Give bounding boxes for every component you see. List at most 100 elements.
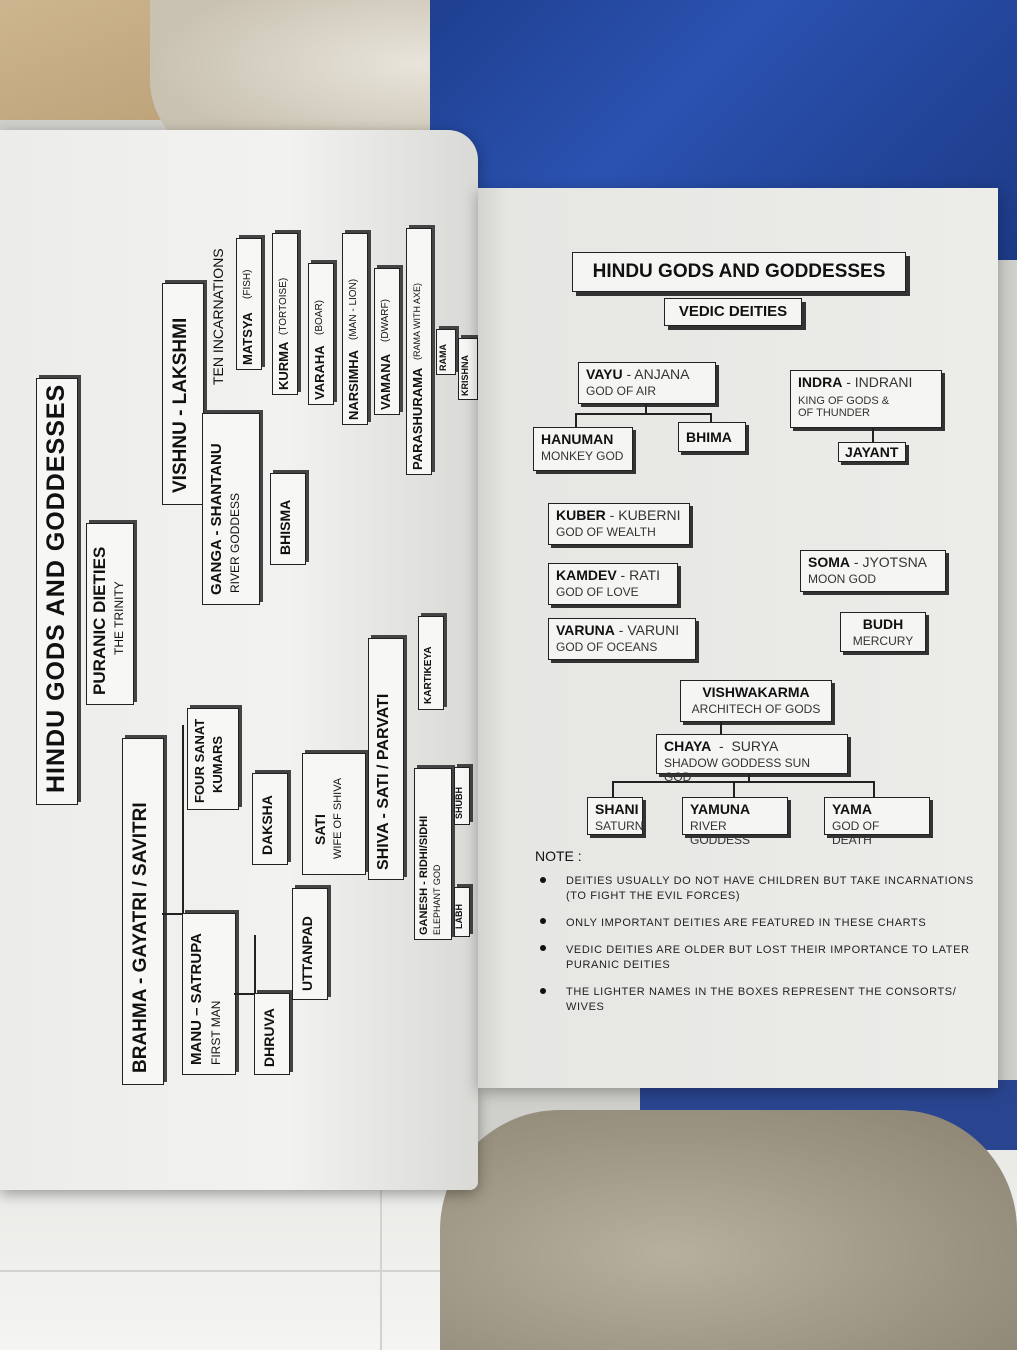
- varuna-consort: VARUNI: [627, 622, 679, 638]
- bullet-icon: [540, 877, 546, 883]
- left-title: HINDU GODS AND GODDESSES: [42, 384, 71, 793]
- note-item: ONLY IMPORTANT DEITIES ARE FEATURED IN T…: [566, 916, 981, 931]
- incarnation-name: MATSYA: [240, 312, 255, 365]
- background-legs: [440, 1110, 1017, 1350]
- four-sanat-line2: KUMARS: [210, 736, 225, 793]
- yamuna-box: YAMUNA RIVER GODDESS: [682, 797, 788, 835]
- yama-desc: GOD OF DEATH: [832, 819, 922, 847]
- bullet-icon: [540, 988, 546, 994]
- yama-name: YAMA: [832, 801, 872, 817]
- labh-name: LABH: [454, 904, 464, 929]
- indra-name: INDRA: [798, 374, 842, 390]
- incarnation-desc: (BOAR): [314, 300, 325, 335]
- right-subtitle: VEDIC DEITIES: [664, 298, 802, 326]
- soma-desc: MOON GOD: [808, 572, 938, 586]
- chaya-desc: SHADOW GODDESS SUN GOD: [664, 756, 840, 784]
- incarnation-desc: (RAMA WITH AXE): [412, 283, 422, 360]
- hanuman-desc: MONKEY GOD: [541, 449, 625, 463]
- bhima-box: BHIMA: [678, 422, 746, 452]
- vayu-box: VAYU - ANJANA GOD OF AIR: [578, 362, 716, 404]
- ganesh-name: GANESH - RIDHI/SIDHI: [418, 816, 430, 935]
- budh-desc: MERCURY: [848, 634, 918, 648]
- manu-name: MANU – SATRUPA: [188, 933, 205, 1065]
- kamdev-consort: RATI: [629, 567, 660, 583]
- manu-desc: FIRST MAN: [209, 1001, 223, 1065]
- bhima-name: BHIMA: [686, 429, 732, 445]
- shani-name: SHANI: [595, 801, 639, 817]
- budh-name: BUDH: [863, 616, 903, 632]
- dhruva-name: DHRUVA: [261, 1008, 277, 1067]
- puranic-chart: HINDU GODS AND GODDESSES PURANIC DIETIES…: [22, 125, 467, 1165]
- bhisma-name: BHISMA: [277, 500, 293, 555]
- incarnation-name: KRISHNA: [460, 355, 470, 396]
- note-title: NOTE :: [535, 848, 582, 864]
- budh-box: BUDH MERCURY: [840, 612, 926, 652]
- incarnation-name: NARSIMHA: [346, 350, 361, 420]
- note-item: THE LIGHTER NAMES IN THE BOXES REPRESENT…: [566, 985, 981, 1015]
- kamdev-box: KAMDEV - RATI GOD OF LOVE: [548, 563, 678, 605]
- ten-incarnations-label: TEN INCARNATIONS: [210, 248, 226, 385]
- bullet-icon: [540, 945, 546, 951]
- incarnation-name: VARAHA: [312, 345, 327, 400]
- shani-box: SHANI SATURN: [587, 797, 643, 835]
- vayu-name: VAYU: [586, 366, 623, 382]
- vayu-consort: ANJANA: [634, 366, 689, 382]
- sati-desc: WIFE OF SHIVA: [332, 778, 344, 859]
- left-subtitle: PURANIC DIETIES: [90, 547, 110, 695]
- hanuman-box: HANUMAN MONKEY GOD: [533, 427, 633, 471]
- shiva-name: SHIVA - SATI / PARVATI: [375, 694, 393, 870]
- indra-consort: INDRANI: [855, 374, 913, 390]
- vishwakarma-name: VISHWAKARMA: [702, 684, 809, 700]
- kartikeya-name: KARTIKEYA: [423, 647, 434, 704]
- soma-name: SOMA: [808, 554, 850, 570]
- chaya-name: CHAYA: [664, 738, 711, 754]
- soma-consort: JYOTSNA: [862, 554, 927, 570]
- vayu-desc: GOD OF AIR: [586, 384, 708, 398]
- ganga-desc: RIVER GODDESS: [228, 493, 242, 593]
- incarnation-desc: (MAN - LION): [348, 279, 359, 340]
- indra-box: INDRA - INDRANI KING OF GODS & OF THUNDE…: [790, 370, 942, 428]
- left-subtitle-note: THE TRINITY: [112, 581, 126, 655]
- ganesh-desc: ELEPHANT GOD: [432, 865, 442, 935]
- shubh-name: SHUBH: [454, 787, 464, 819]
- kuber-name: KUBER: [556, 507, 606, 523]
- chaya-consort: SURYA: [731, 738, 778, 754]
- jayant-box: JAYANT: [838, 442, 906, 462]
- kuber-desc: GOD OF WEALTH: [556, 525, 682, 539]
- kamdev-name: KAMDEV: [556, 567, 617, 583]
- vishwakarma-box: VISHWAKARMA ARCHITECH OF GODS: [680, 680, 832, 722]
- incarnation-desc: (FISH): [242, 270, 253, 299]
- incarnation-name: RAMA: [438, 344, 448, 371]
- kuber-box: KUBER - KUBERNI GOD OF WEALTH: [548, 503, 690, 545]
- soma-box: SOMA - JYOTSNA MOON GOD: [800, 550, 946, 592]
- yamuna-desc: RIVER GODDESS: [690, 819, 780, 847]
- hanuman-name: HANUMAN: [541, 431, 613, 447]
- yama-box: YAMA GOD OF DEATH: [824, 797, 930, 835]
- varuna-desc: GOD OF OCEANS: [556, 640, 688, 654]
- jayant-name: JAYANT: [845, 444, 898, 460]
- four-sanat-line1: FOUR SANAT: [192, 719, 207, 803]
- kuber-consort: KUBERNI: [618, 507, 680, 523]
- daksha-name: DAKSHA: [259, 795, 275, 855]
- brahma-name: BRAHMA - GAYATRI / SAVITRI: [130, 802, 152, 1073]
- varuna-box: VARUNA - VARUNI GOD OF OCEANS: [548, 618, 696, 660]
- vishwakarma-desc: ARCHITECH OF GODS: [688, 702, 824, 716]
- sati-name: SATI: [312, 814, 328, 845]
- shani-desc: SATURN: [595, 819, 635, 833]
- kamdev-desc: GOD OF LOVE: [556, 585, 670, 599]
- bullet-icon: [540, 918, 546, 924]
- chaya-box: CHAYA - SURYA SHADOW GODDESS SUN GOD: [656, 734, 848, 774]
- right-title: HINDU GODS AND GODDESSES: [572, 252, 906, 292]
- ganga-name: GANGA - SHANTANU: [208, 443, 225, 595]
- indra-desc-line2: OF THUNDER: [798, 407, 934, 419]
- incarnation-name: KURMA: [276, 342, 291, 390]
- indra-desc-line1: KING OF GODS &: [798, 395, 934, 407]
- note-item: DEITIES USUALLY DO NOT HAVE CHILDREN BUT…: [566, 874, 981, 904]
- incarnation-name: VAMANA: [378, 354, 393, 410]
- vishnu-name: VISHNU - LAKSHMI: [170, 318, 192, 493]
- note-item: VEDIC DEITIES ARE OLDER BUT LOST THEIR I…: [566, 943, 981, 973]
- yamuna-name: YAMUNA: [690, 801, 750, 817]
- incarnation-desc: (TORTOISE): [278, 278, 289, 335]
- incarnation-desc: (DWARF): [380, 299, 391, 342]
- incarnation-name: PARASHURAMA: [410, 368, 425, 470]
